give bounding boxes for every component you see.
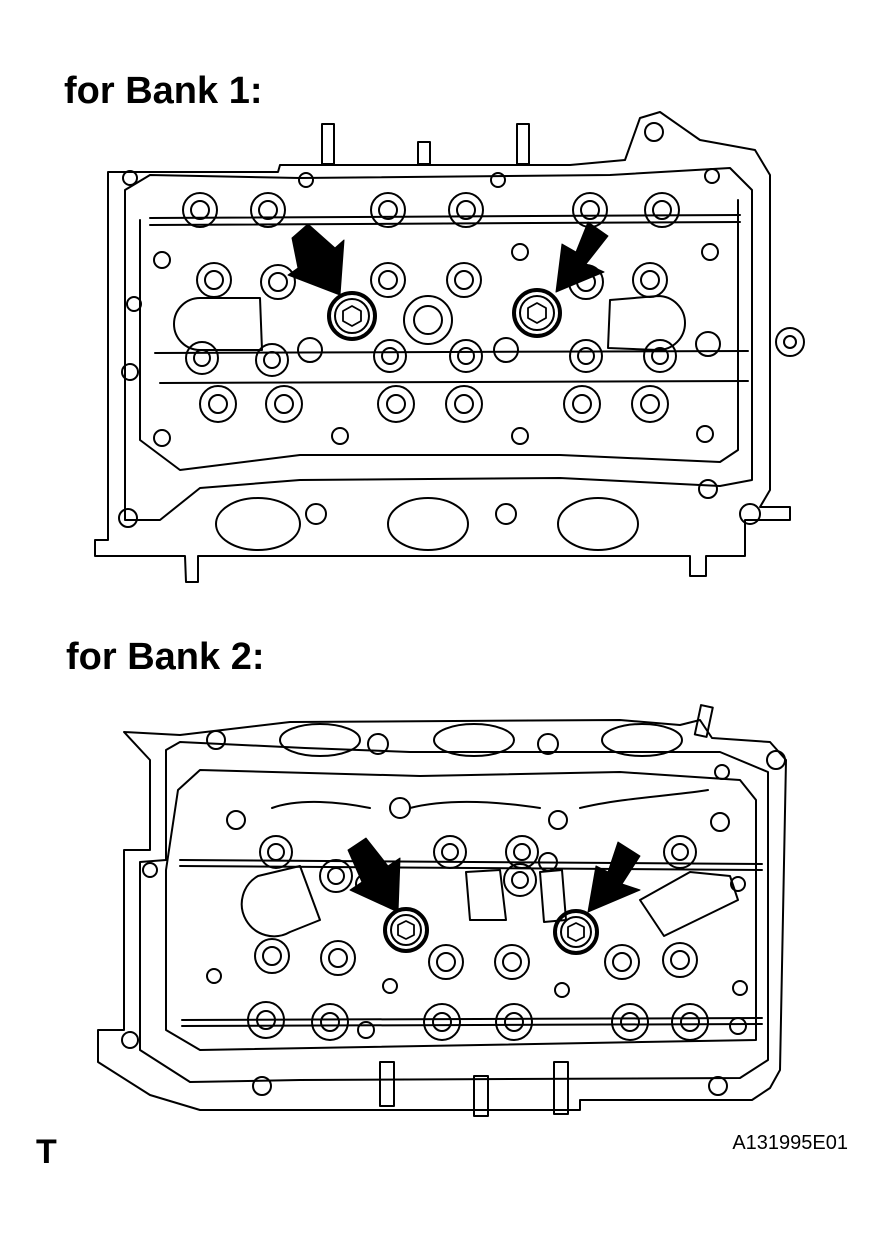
bank-2-arrow-1 (347, 837, 401, 913)
bank-2-head-outline (97, 719, 787, 1111)
bank-2-boss-row-1 (259, 835, 697, 869)
bank-2-boss-row-2 (319, 859, 537, 897)
bank-1-head-outline (94, 111, 791, 583)
bank-1-boss-row-4 (199, 385, 669, 423)
bank-1-arrow-2 (555, 221, 609, 293)
figure-code: A131995E01 (732, 1132, 848, 1154)
bank-2-arrow-2 (587, 841, 641, 913)
bank-1-title: for Bank 1: (64, 70, 263, 112)
bank-2-title: for Bank 2: (66, 636, 265, 678)
bank-2-target-bolt-2 (553, 909, 599, 955)
bank-2-boss-row-3 (254, 938, 698, 980)
bank-1-boss-row-3 (185, 339, 677, 377)
bank-1-cylinder-head-illustration (94, 111, 805, 583)
bank-2-cylinder-head-illustration (97, 704, 787, 1117)
bank-1-target-bolt-2 (512, 288, 562, 338)
bank-2-boss-row-4 (247, 1001, 709, 1041)
bank-2-target-bolt-1 (383, 907, 429, 953)
corner-mark: T (36, 1133, 57, 1171)
bank-1-target-bolt-1 (327, 291, 377, 341)
bank-1-boss-row-1 (182, 192, 680, 228)
bank-1-arrow-1 (287, 223, 345, 296)
